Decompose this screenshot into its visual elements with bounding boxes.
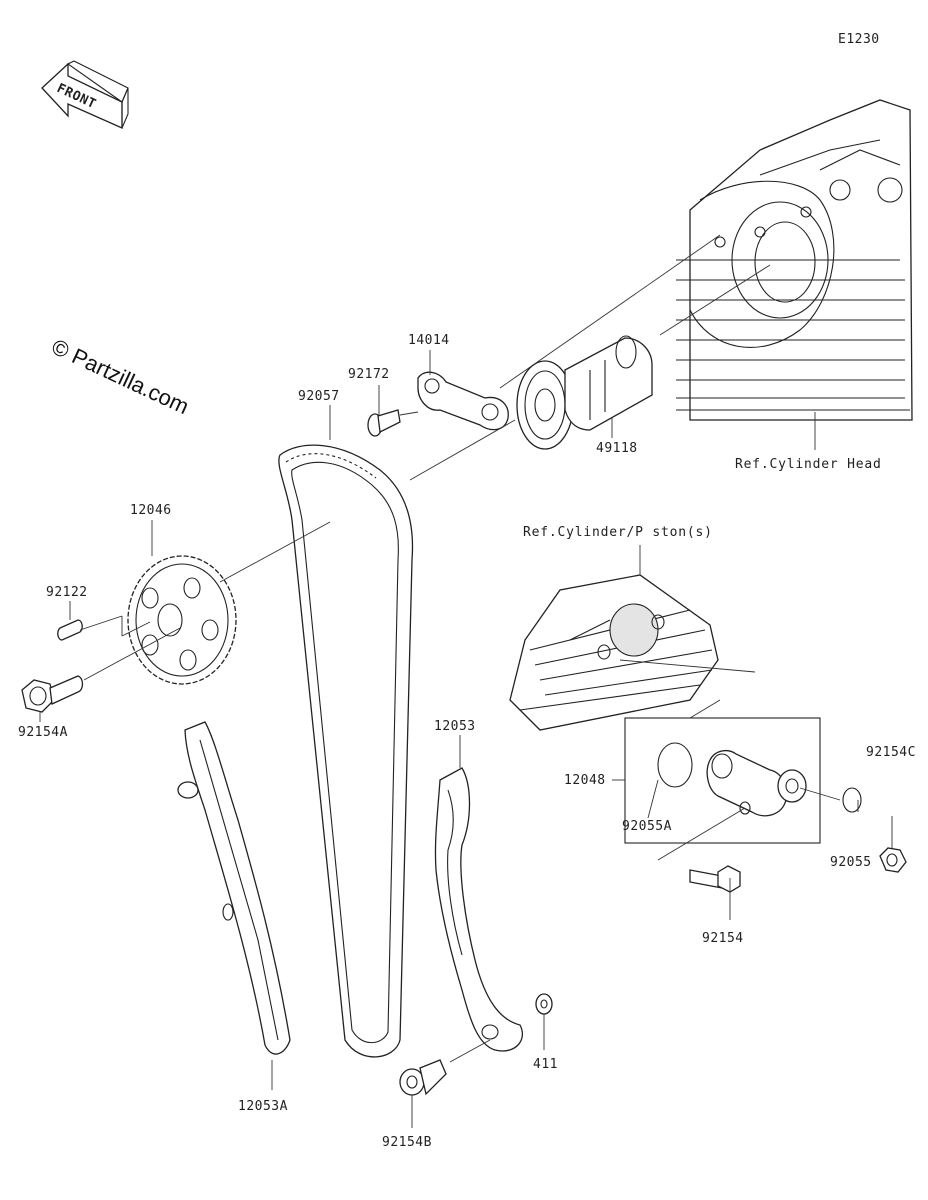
pin-92122 — [57, 619, 83, 641]
tensioner-oring — [657, 742, 693, 788]
chain-guide-right — [434, 767, 523, 1052]
leader-lines — [39, 234, 893, 1128]
bolt-92172 — [367, 409, 401, 437]
label-12053a: 12053A — [238, 1099, 288, 1114]
washer-411 — [535, 993, 553, 1015]
cylinder-head — [676, 99, 913, 421]
label-92055a: 92055A — [622, 819, 672, 834]
tensioner-box — [624, 717, 821, 844]
label-ref-cylinder-head: Ref.Cylinder Head — [735, 457, 882, 472]
crank-sprocket — [127, 555, 237, 685]
label-92122: 92122 — [46, 585, 88, 600]
timing-chain — [278, 444, 414, 1058]
oring-92055 — [842, 787, 862, 813]
label-14014: 14014 — [408, 333, 450, 348]
label-92154c: 92154C — [866, 745, 916, 760]
label-12048: 12048 — [564, 773, 606, 788]
label-49118: 49118 — [596, 441, 638, 456]
tensioner-body — [706, 749, 807, 817]
label-ref-cylinder-piston: Ref.Cylinder/P ston(s) — [523, 525, 713, 540]
label-411: 411 — [533, 1057, 558, 1072]
label-92172: 92172 — [348, 367, 390, 382]
bolt-92154a — [21, 675, 84, 713]
label-92057: 92057 — [298, 389, 340, 404]
label-12046: 12046 — [130, 503, 172, 518]
label-12053: 12053 — [434, 719, 476, 734]
cylinder — [509, 574, 719, 731]
label-92154a: 92154A — [18, 725, 68, 740]
label-92154: 92154 — [702, 931, 744, 946]
watermark: © Partzilla.com — [48, 334, 193, 419]
diagram-code: E1230 — [838, 32, 880, 47]
camshaft — [516, 335, 653, 450]
bolt-92154b — [399, 1059, 447, 1096]
label-92154b: 92154B — [382, 1135, 432, 1150]
label-92055: 92055 — [830, 855, 872, 870]
chain-guide-top — [417, 371, 509, 431]
front-arrow-icon: FRONT — [41, 60, 129, 130]
nut-92154c — [879, 847, 907, 873]
bolt-92154 — [689, 865, 741, 893]
chain-guide-left — [177, 721, 291, 1055]
